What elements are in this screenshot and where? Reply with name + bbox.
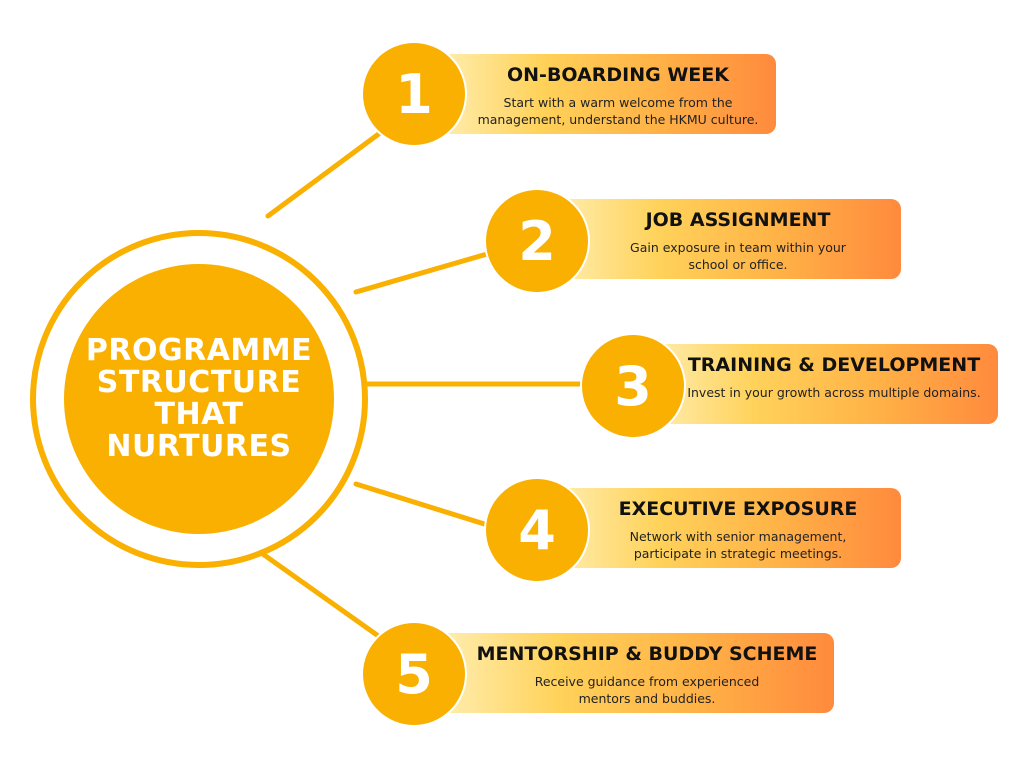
- step-description: Gain exposure in team within your school…: [630, 240, 846, 272]
- step-description: Receive guidance from experienced mentor…: [534, 674, 760, 706]
- step-title: JOB ASSIGNMENT: [645, 209, 831, 231]
- step-title: TRAINING & DEVELOPMENT: [687, 354, 981, 376]
- step-number: 4: [518, 498, 556, 562]
- step-description: Network with senior management, particip…: [629, 529, 847, 561]
- step-badge-4: 4: [486, 479, 588, 581]
- connector-line-4: [353, 481, 497, 530]
- step-title: ON-BOARDING WEEK: [507, 64, 729, 86]
- step-badge-1: 1: [363, 43, 465, 145]
- connector-line-5: [257, 549, 387, 643]
- step-number: 2: [518, 209, 556, 273]
- hub-circle: PROGRAMME STRUCTURE THAT NURTURES: [64, 264, 334, 534]
- connector-line-1: [265, 127, 387, 219]
- step-number: 5: [395, 642, 433, 706]
- step-card-4: EXECUTIVE EXPOSURE Network with senior m…: [545, 488, 901, 568]
- step-badge-2: 2: [486, 190, 588, 292]
- step-number: 3: [614, 354, 652, 418]
- step-title: EXECUTIVE EXPOSURE: [618, 498, 858, 520]
- step-description: Start with a warm welcome from the manag…: [477, 95, 759, 127]
- connector-line-2: [353, 249, 497, 295]
- step-description: Invest in your growth across multiple do…: [687, 385, 981, 400]
- step-card-1: ON-BOARDING WEEK Start with a warm welco…: [430, 54, 776, 134]
- step-card-2: JOB ASSIGNMENT Gain exposure in team wit…: [545, 199, 901, 279]
- step-title: MENTORSHIP & BUDDY SCHEME: [476, 643, 818, 665]
- step-badge-5: 5: [363, 623, 465, 725]
- step-badge-3: 3: [582, 335, 684, 437]
- hub-title: PROGRAMME STRUCTURE THAT NURTURES: [85, 333, 313, 464]
- step-card-5: MENTORSHIP & BUDDY SCHEME Receive guidan…: [430, 633, 834, 713]
- step-card-3: TRAINING & DEVELOPMENT Invest in your gr…: [640, 344, 998, 424]
- step-number: 1: [395, 62, 433, 126]
